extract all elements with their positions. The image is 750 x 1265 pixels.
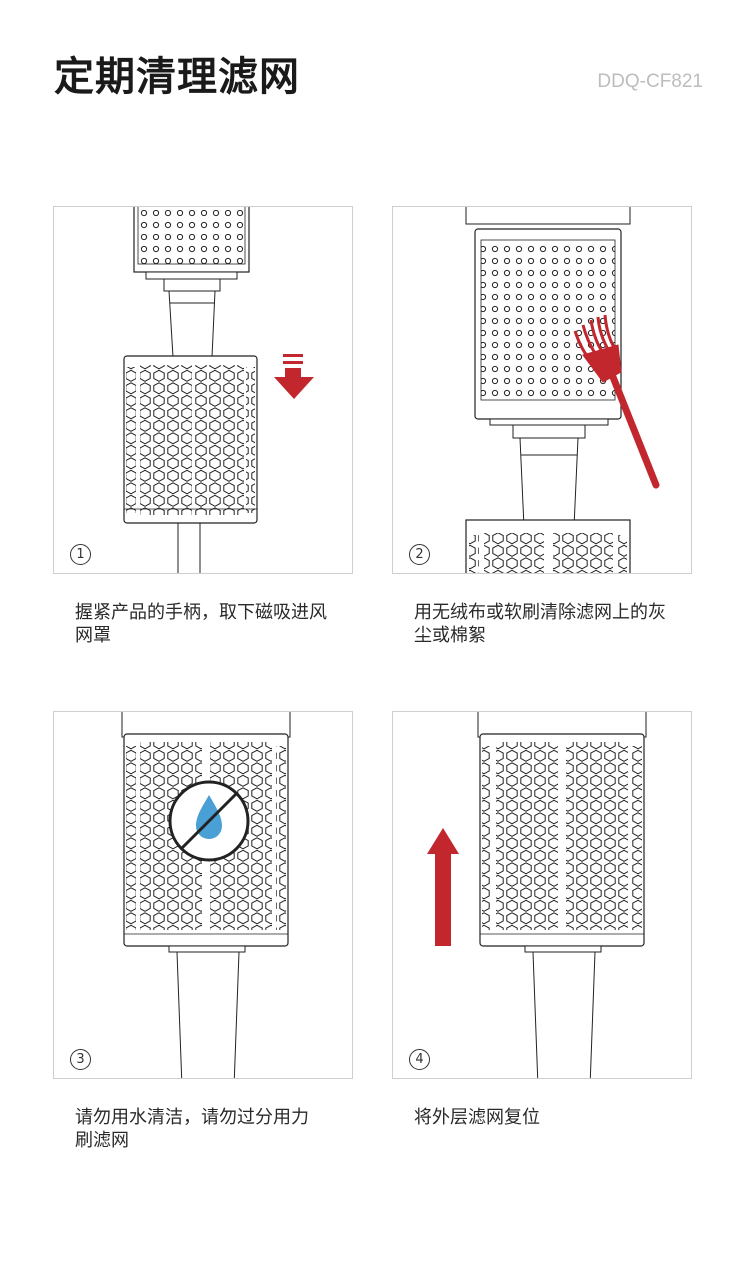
step-number: 1: [70, 544, 91, 565]
step-2-caption: 用无绒布或软刷清除滤网上的灰尘或棉絮: [414, 602, 666, 646]
step-3-illustration: 3: [53, 711, 353, 1079]
no-water-icon: [168, 780, 250, 862]
brush-icon: [573, 314, 660, 489]
step-number: 4: [409, 1049, 430, 1070]
step-2-illustration: 2: [392, 206, 692, 574]
remove-mesh-drawing: [123, 207, 314, 573]
step-4-caption: 将外层滤网复位: [414, 1107, 540, 1128]
no-water-drawing: [121, 712, 291, 1078]
reinstall-mesh-drawing: [427, 712, 647, 1078]
page-title: 定期清理滤网: [54, 54, 300, 100]
step-3-caption: 请勿用水清洁，请勿过分用力刷滤网: [75, 1107, 309, 1151]
step-number: 2: [409, 544, 430, 565]
step-number: 3: [70, 1049, 91, 1070]
arrow-up-icon: [427, 828, 459, 946]
step-1-caption: 握紧产品的手柄，取下磁吸进风网罩: [75, 602, 327, 646]
step-1-illustration: 1: [53, 206, 353, 574]
brush-filter-drawing: [465, 207, 660, 573]
model-number: DDQ-CF821: [597, 71, 703, 92]
step-4-illustration: 4: [392, 711, 692, 1079]
arrow-down-icon: [274, 354, 314, 399]
